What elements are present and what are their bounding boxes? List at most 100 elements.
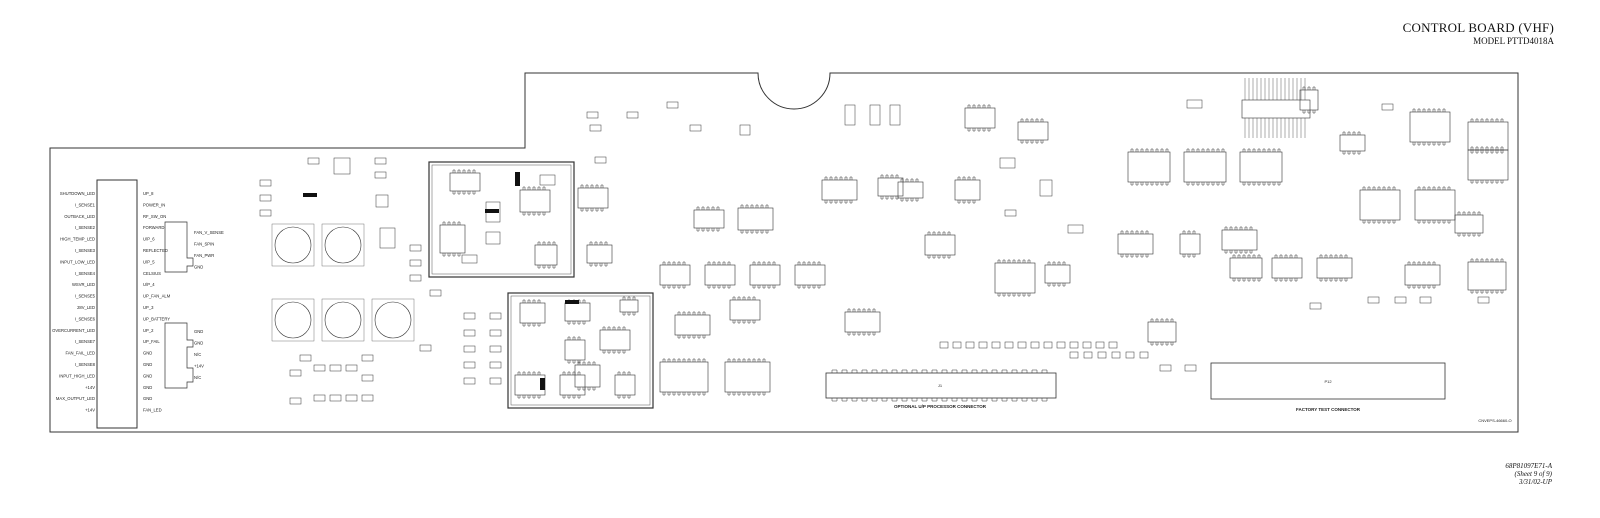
smd-part <box>361 374 374 382</box>
smd-part <box>289 369 302 377</box>
smd-part <box>463 377 476 385</box>
pin-label: +14V <box>85 385 95 390</box>
ic-chip <box>1044 264 1071 284</box>
up-connector-body <box>825 372 1057 399</box>
pin-label: OUTBACK_LED <box>64 214 95 219</box>
smd-part <box>889 104 901 126</box>
pin-label: POWER_IN <box>143 202 165 207</box>
smd-part <box>594 156 607 164</box>
smd-part <box>1394 296 1407 304</box>
ic-chip <box>564 302 591 322</box>
ic-chip <box>534 244 558 266</box>
pin-label: FAN_LED <box>143 408 162 413</box>
fan-connector-body <box>164 221 194 273</box>
pin-label: GND <box>143 396 152 401</box>
drawing-title: CONTROL BOARD (VHF) <box>1402 20 1554 35</box>
ic-chip <box>1271 257 1303 279</box>
smd-part <box>345 394 358 402</box>
pin-label: U/P_6 <box>143 237 155 242</box>
pin-label: FORWARD <box>143 225 164 230</box>
revision-date: 3/31/02-UP <box>1518 478 1552 486</box>
fan-pin-label: FAN_PWR <box>194 253 214 258</box>
pin-label: INPUT_HIGH_LED <box>59 373 95 378</box>
main-connector-body <box>96 179 138 429</box>
smd-part <box>374 171 387 179</box>
ic-chip <box>729 299 761 321</box>
aux-pin-label: N/C <box>194 352 201 357</box>
ic-chip <box>897 181 924 199</box>
smd-part <box>461 254 478 264</box>
ic-chip <box>449 172 481 192</box>
smd-part <box>489 361 502 369</box>
pin-label: HIGH_TEMP_LED <box>60 237 95 242</box>
ic-chip <box>1017 121 1049 141</box>
pin-label: UP_FAIL <box>143 339 160 344</box>
smd-part <box>869 104 881 126</box>
ic-chip <box>704 264 736 286</box>
up-connector-label: OPTIONAL U/P PROCESSOR CONNECTOR <box>894 404 987 409</box>
pin-label: GND <box>143 385 152 390</box>
smd-part <box>409 259 422 267</box>
ic-chip <box>1404 264 1441 286</box>
ic-chip <box>564 339 586 361</box>
ic-chip <box>599 329 631 351</box>
smd-part <box>361 394 374 402</box>
ic-chip <box>659 361 709 393</box>
pin-label: GND <box>143 373 152 378</box>
smd-part <box>999 157 1016 169</box>
smd-part <box>1186 99 1203 109</box>
smd-part <box>1477 296 1490 304</box>
ic-chip <box>964 107 996 129</box>
main-connector-labels: SHUTDOWN_LEDI_SENSE1OUTBACK_LEDI_SENSE2H… <box>52 191 171 413</box>
aux-connector-body <box>164 322 194 389</box>
pin-label: I_SENSE1 <box>75 202 96 207</box>
ic-chip <box>1339 134 1366 152</box>
model-number: MODEL PTTD4018A <box>1473 36 1554 46</box>
smd-part <box>589 124 602 132</box>
smd-part <box>1381 103 1394 111</box>
smd-part <box>313 364 326 372</box>
smd-part <box>329 394 342 402</box>
smd-part <box>939 341 949 349</box>
ic-chip <box>1467 121 1509 151</box>
smd-part <box>1111 351 1121 359</box>
capacitor <box>274 226 312 264</box>
factory-connector-body <box>1210 362 1446 400</box>
smd-part <box>489 345 502 353</box>
power-module-b-inner <box>510 295 651 406</box>
pin-label: I_SENSE8 <box>75 362 96 367</box>
smd-part <box>666 101 679 109</box>
title-block: CONTROL BOARD (VHF) MODEL PTTD4018A <box>1403 20 1554 46</box>
pin-label: SHUTDOWN_LED <box>60 191 95 196</box>
capacitor <box>324 301 362 339</box>
smd-part <box>485 231 501 245</box>
smd-part <box>1056 341 1066 349</box>
ic-chip <box>519 189 551 213</box>
ic-chip <box>724 361 771 393</box>
capacitor <box>324 226 362 264</box>
pin-label: REFLECTED <box>143 248 168 253</box>
smd-part <box>1097 351 1107 359</box>
smd-part <box>409 244 422 252</box>
pin-label: U/P_5 <box>143 259 155 264</box>
pin-label: RF_SW_ON <box>143 214 166 219</box>
power-module-a-inner <box>431 164 572 275</box>
ic-chip <box>693 209 725 229</box>
smd-part <box>1082 341 1092 349</box>
pin-label: +14V <box>85 408 95 413</box>
ic-chip <box>559 374 586 396</box>
pin-label: UP_FAN_ALM <box>143 294 171 299</box>
pin-label: I_SENSE3 <box>75 248 96 253</box>
factory-connector-designator: P12 <box>1324 379 1332 384</box>
pin-label: 28V_LED <box>77 305 95 310</box>
pin-label: I_SENSE4 <box>75 271 96 276</box>
ic-chip <box>821 179 858 201</box>
document-footer: 68P81097E71-A (Sheet 9 of 9) 3/31/02-UP <box>1505 462 1552 486</box>
ic-chip <box>519 302 546 324</box>
ic-chip <box>877 177 904 197</box>
smd-part <box>345 364 358 372</box>
ic-chip <box>1127 151 1171 183</box>
pin-label: OVERCURRENT_LED <box>52 328 95 333</box>
smd-part <box>409 274 422 282</box>
